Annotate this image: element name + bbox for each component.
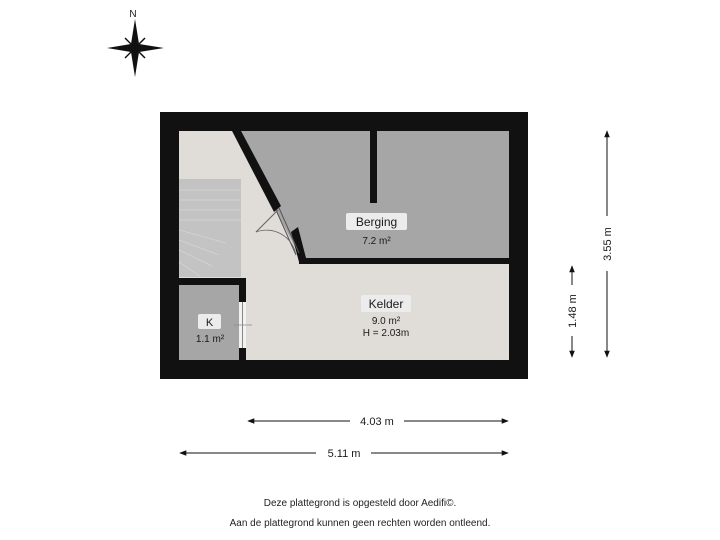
berging-name: Berging [356, 215, 397, 229]
compass-rose-icon: N [107, 9, 164, 77]
k-room-sliding-door [234, 302, 252, 348]
footer-credit: Deze plattegrond is opgesteld door Aedif… [263, 498, 457, 509]
inner-width-label: 4.03 m [360, 416, 394, 428]
k-area: 1.1 m² [196, 334, 225, 345]
kelder-label: Kelder 9.0 m² H = 2.03m [361, 295, 411, 339]
k-room-top-wall [179, 278, 246, 285]
berging-inner-wall [370, 131, 377, 203]
kelder-height: H = 2.03m [363, 328, 409, 339]
door-swing [255, 207, 300, 256]
k-name: K [206, 317, 214, 329]
dimension-outer-width: 5.11 m [179, 448, 509, 460]
footer-disclaimer: Aan de plattegrond kunnen geen rechten w… [229, 518, 491, 529]
kelder-name: Kelder [369, 297, 404, 311]
outer-width-label: 5.11 m [328, 448, 361, 460]
kelder-area: 9.0 m² [372, 316, 401, 327]
dimension-partial-height: 1.48 m [567, 265, 579, 358]
staircase [178, 179, 241, 277]
berging-area: 7.2 m² [362, 236, 391, 247]
compass-north-label: N [129, 9, 136, 20]
partial-height-label: 1.48 m [567, 294, 579, 328]
total-height-label: 3.55 m [602, 227, 614, 261]
dimension-inner-width: 4.03 m [247, 416, 509, 428]
dimension-total-height: 3.55 m [602, 130, 614, 358]
k-label: K 1.1 m² [196, 314, 225, 345]
diagonal-wall [231, 129, 281, 212]
berging-label: Berging 7.2 m² [346, 213, 407, 247]
berging-bottom-wall [299, 258, 509, 264]
diagonal-wall-lower [291, 227, 306, 262]
